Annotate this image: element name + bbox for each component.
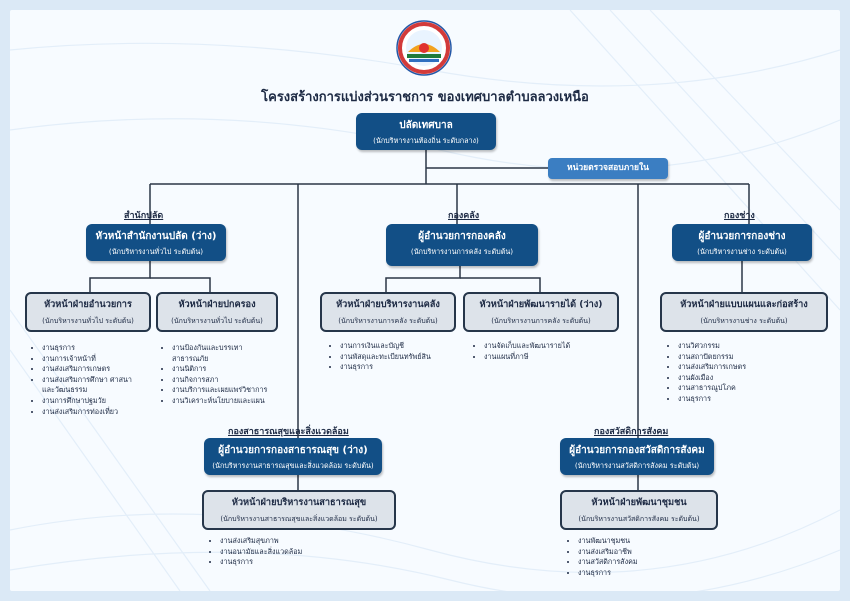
engineering-head-title: ผู้อำนวยการกองช่าง — [698, 231, 786, 242]
task-item: งานส่งเสริมอาชีพ — [578, 547, 638, 558]
task-item: งานผังเมือง — [678, 373, 746, 384]
welfare-task-list: งานพัฒนาชุมชน งานส่งเสริมอาชีพ งานสวัสดิ… — [568, 536, 638, 578]
finance-revenue-unit-box: หัวหน้าฝ่ายพัฒนารายได้ (ว่าง) (นักบริหาร… — [463, 292, 619, 332]
health-division-label: กองสาธารณสุขและสิ่งแวดล้อม — [228, 427, 349, 437]
welfare-head-box: ผู้อำนวยการกองสวัสดิการสังคม (นักบริหารง… — [560, 438, 714, 475]
unit-subtitle: (นักบริหารงานสาธารณสุขและสิ่งแวดล้อม ระด… — [220, 515, 378, 523]
health-head-box: ผู้อำนวยการกองสาธารณสุข (ว่าง) (นักบริหา… — [204, 438, 382, 475]
office-governance-task-list: งานป้องกันและบรรเทา สาธารณภัย งานนิติการ… — [162, 343, 267, 407]
office-governance-unit-box: หัวหน้าฝ่ายปกครอง (นักบริหารงานทั่วไป ระ… — [156, 292, 278, 332]
finance-revenue-task-list: งานจัดเก็บและพัฒนารายได้ งานแผนที่ภาษี — [474, 341, 570, 362]
finance-head-title: ผู้อำนวยการกองคลัง — [418, 231, 506, 242]
welfare-head-title: ผู้อำนวยการกองสวัสดิการสังคม — [569, 445, 705, 456]
finance-admin-unit-box: หัวหน้าฝ่ายบริหารงานคลัง (นักบริหารงานกา… — [320, 292, 456, 332]
welfare-division-label: กองสวัสดิการสังคม — [594, 427, 669, 437]
chief-subtitle: (นักบริหารงานท้องถิ่น ระดับกลาง) — [373, 136, 479, 145]
welfare-community-unit-box: หัวหน้าฝ่ายพัฒนาชุมชน (นักบริหารงานสวัสด… — [560, 490, 718, 530]
finance-division-label: กองคลัง — [448, 211, 480, 221]
unit-title: หัวหน้าฝ่ายอำนวยการ — [44, 299, 132, 310]
task-item: งานอนามัยและสิ่งแวดล้อม — [220, 547, 302, 558]
task-item: งานพัฒนาชุมชน — [578, 536, 638, 547]
municipality-seal-logo — [396, 20, 452, 76]
task-item: สาธารณภัย — [172, 353, 209, 363]
task-item: งานธุรการ — [340, 362, 431, 373]
task-item: และวัฒนธรรม — [42, 385, 88, 395]
unit-subtitle: (นักบริหารงานทั่วไป ระดับต้น) — [42, 317, 134, 325]
task-item: งานบริการและเผยแพร่วิชาการ — [172, 385, 267, 396]
task-item: งานการเงินและบัญชี — [340, 341, 431, 352]
unit-subtitle: (นักบริหารงานการคลัง ระดับต้น) — [338, 317, 438, 325]
task-item: งานธุรการ — [42, 343, 132, 354]
task-item: งานวิศวกรรม — [678, 341, 746, 352]
unit-title: หัวหน้าฝ่ายปกครอง — [178, 299, 256, 310]
page-title: โครงสร้างการแบ่งส่วนราชการ ของเทศบาลตำบล… — [261, 90, 589, 105]
task-item: งานสาธารณูปโภค — [678, 383, 746, 394]
unit-subtitle: (นักบริหารงานช่าง ระดับต้น) — [700, 317, 788, 325]
task-item: งานนิติการ — [172, 364, 267, 375]
task-item: งานกิจการสภา — [172, 375, 267, 386]
welfare-head-subtitle: (นักบริหารงานสวัสดิการสังคม ระดับต้น) — [574, 461, 700, 470]
office-head-title: หัวหน้าสำนักงานปลัด (ว่าง) — [95, 231, 217, 242]
task-item: งานส่งเสริมการเกษตร — [42, 364, 132, 375]
engineering-construction-unit-box: หัวหน้าฝ่ายแบบแผนและก่อสร้าง (นักบริหารง… — [660, 292, 828, 332]
health-admin-unit-box: หัวหน้าฝ่ายบริหารงานสาธารณสุข (นักบริหาร… — [202, 490, 396, 530]
internal-audit-box: หน่วยตรวจสอบภายใน — [548, 158, 668, 179]
office-admin-task-list: งานธุรการ งานการเจ้าหน้าที่ งานส่งเสริมก… — [32, 343, 132, 417]
chief-title: ปลัดเทศบาล — [399, 120, 453, 131]
task-item: งานแผนที่ภาษี — [484, 352, 570, 363]
task-item: งานวิเคราะห์นโยบายและแผน — [172, 396, 267, 407]
engineering-head-subtitle: (นักบริหารงานช่าง ระดับต้น) — [697, 247, 787, 256]
office-division-label: สำนักปลัด — [124, 211, 164, 221]
unit-subtitle: (นักบริหารงานทั่วไป ระดับต้น) — [171, 317, 263, 325]
unit-title: หัวหน้าฝ่ายพัฒนารายได้ (ว่าง) — [479, 299, 603, 310]
task-item: งานพัสดุและทะเบียนทรัพย์สิน — [340, 352, 431, 363]
task-item: งานการเจ้าหน้าที่ — [42, 354, 132, 365]
task-item: งานป้องกันและบรรเทา — [172, 343, 267, 354]
task-item: งานจัดเก็บและพัฒนารายได้ — [484, 341, 570, 352]
office-head-subtitle: (นักบริหารงานทั่วไป ระดับต้น) — [108, 247, 204, 256]
unit-subtitle: (นักบริหารงานสวัสดิการสังคม ระดับต้น) — [578, 515, 700, 523]
task-item: งานการศึกษาปฐมวัย — [42, 396, 132, 407]
unit-title: หัวหน้าฝ่ายแบบแผนและก่อสร้าง — [680, 299, 808, 310]
finance-head-box: ผู้อำนวยการกองคลัง (นักบริหารงานการคลัง … — [386, 224, 538, 266]
task-item: งานสถาปัตยกรรม — [678, 352, 746, 363]
task-item: งานส่งเสริมสุขภาพ — [220, 536, 302, 547]
task-item: งานธุรการ — [678, 394, 746, 405]
task-item: งานส่งเสริมการศึกษา ศาสนา — [42, 375, 132, 386]
task-item: งานสวัสดิการสังคม — [578, 557, 638, 568]
engineering-head-box: ผู้อำนวยการกองช่าง (นักบริหารงานช่าง ระด… — [672, 224, 812, 261]
unit-title: หัวหน้าฝ่ายพัฒนาชุมชน — [591, 497, 687, 508]
unit-title: หัวหน้าฝ่ายบริหารงานคลัง — [336, 299, 440, 310]
engineering-task-list: งานวิศวกรรม งานสถาปัตยกรรม งานส่งเสริมกา… — [668, 341, 746, 405]
engineering-division-label: กองช่าง — [724, 211, 755, 221]
task-item: งานธุรการ — [578, 568, 638, 579]
task-item: งานธุรการ — [220, 557, 302, 568]
finance-admin-task-list: งานการเงินและบัญชี งานพัสดุและทะเบียนทรั… — [330, 341, 431, 373]
office-admin-unit-box: หัวหน้าฝ่ายอำนวยการ (นักบริหารงานทั่วไป … — [25, 292, 151, 332]
finance-head-subtitle: (นักบริหารงานการคลัง ระดับต้น) — [410, 247, 514, 256]
task-item: งานส่งเสริมการท่องเที่ยว — [42, 407, 132, 418]
health-task-list: งานส่งเสริมสุขภาพ งานอนามัยและสิ่งแวดล้อ… — [210, 536, 302, 568]
task-item: งานส่งเสริมการเกษตร — [678, 362, 746, 373]
health-head-subtitle: (นักบริหารงานสาธารณสุขและสิ่งแวดล้อม ระด… — [212, 461, 374, 470]
unit-subtitle: (นักบริหารงานการคลัง ระดับต้น) — [491, 317, 591, 325]
office-head-box: หัวหน้าสำนักงานปลัด (ว่าง) (นักบริหารงาน… — [86, 224, 226, 261]
chief-administrator-box: ปลัดเทศบาล (นักบริหารงานท้องถิ่น ระดับกล… — [356, 113, 496, 150]
unit-title: หัวหน้าฝ่ายบริหารงานสาธารณสุข — [231, 497, 367, 508]
health-head-title: ผู้อำนวยการกองสาธารณสุข (ว่าง) — [218, 445, 368, 456]
